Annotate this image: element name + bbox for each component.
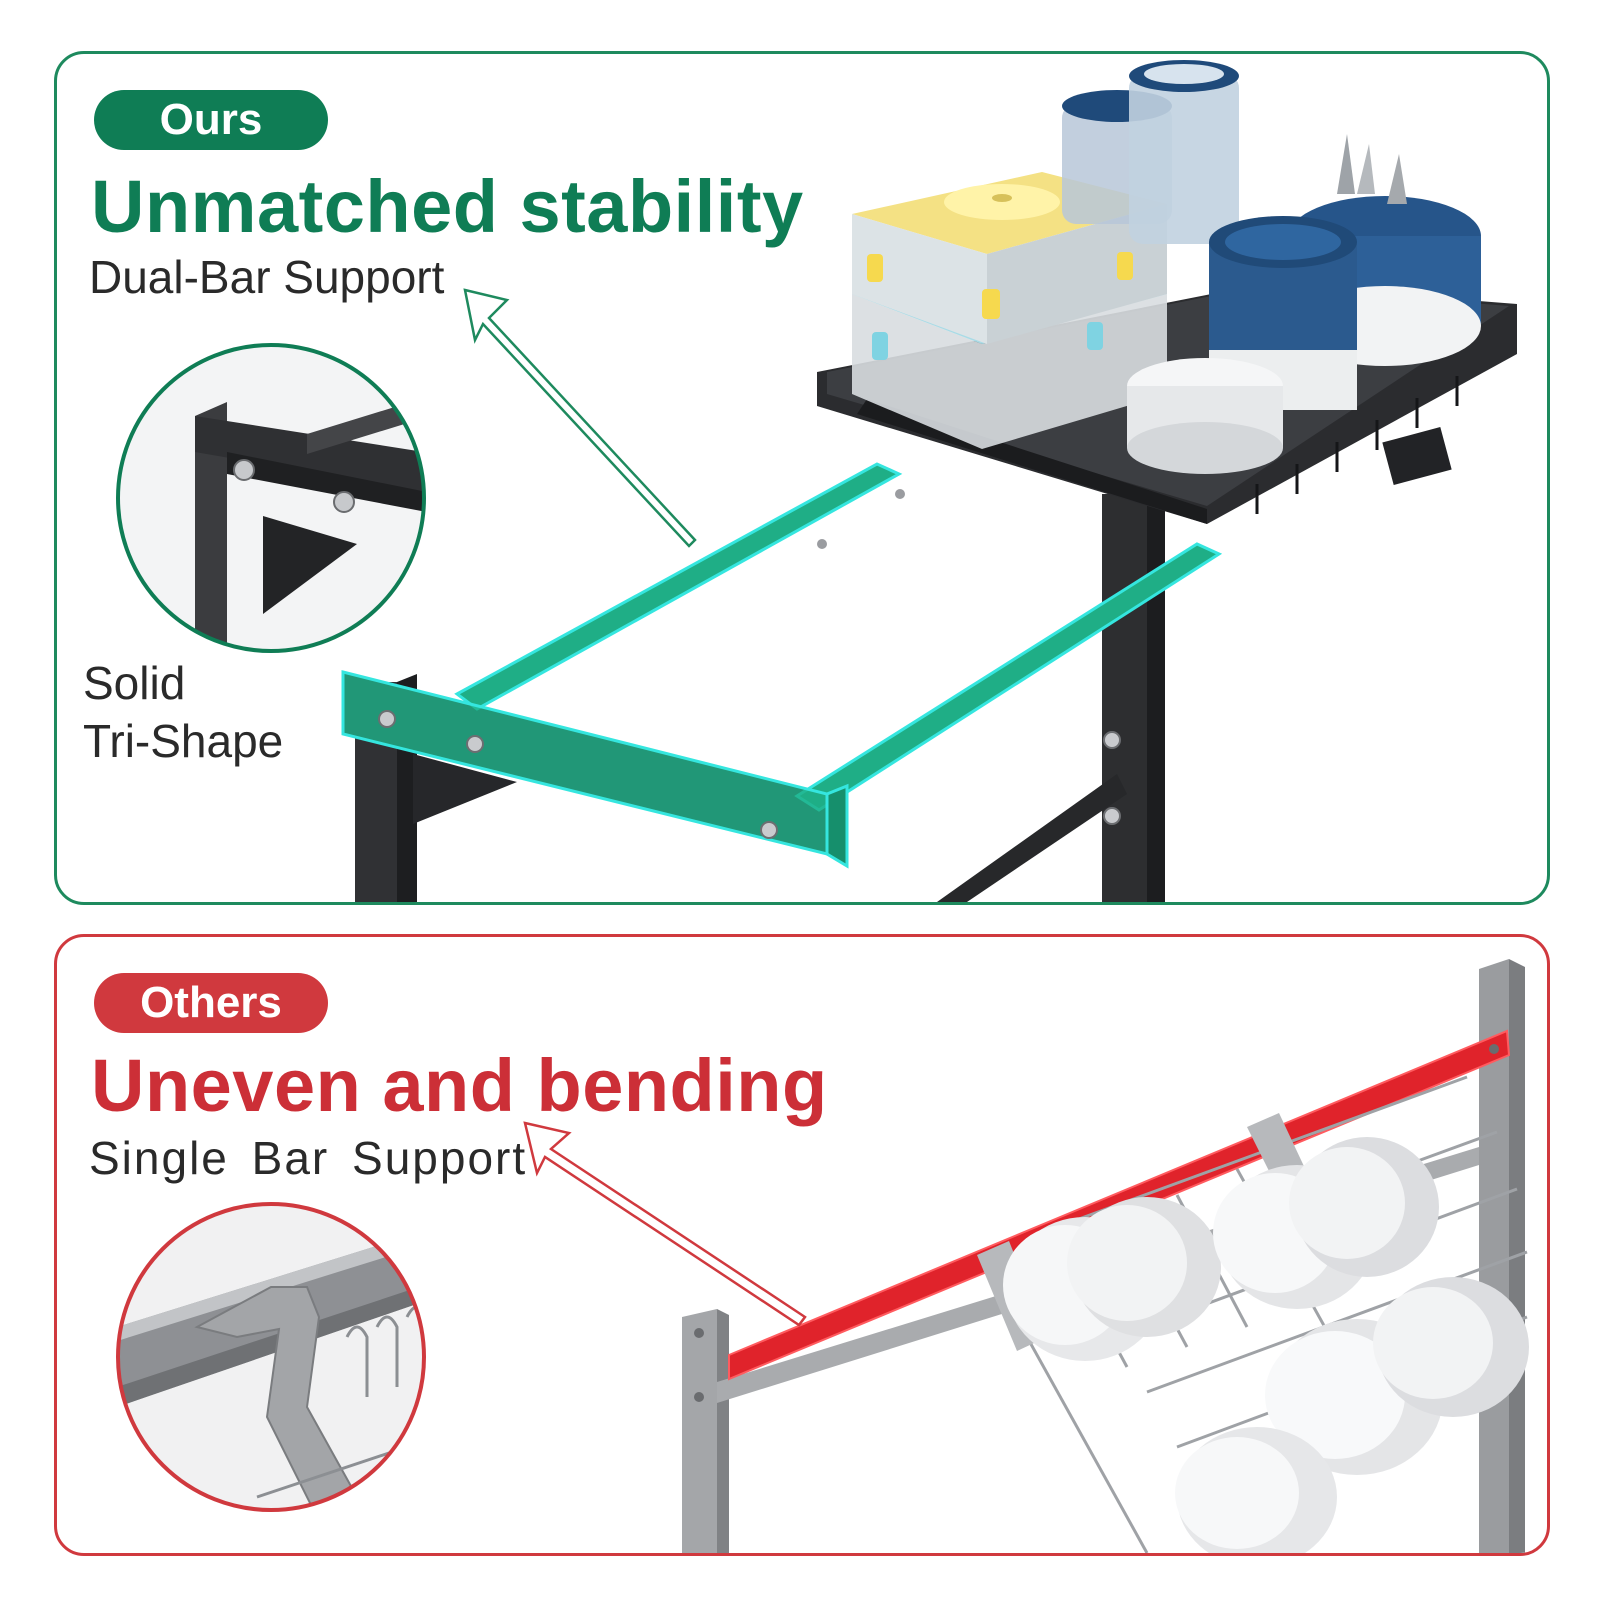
others-badge: Others: [94, 973, 328, 1033]
ours-note: Solid Tri-Shape: [83, 654, 283, 770]
single-bar-rack-with-bowls-icon: [682, 959, 1529, 1553]
ours-badge: Ours: [94, 90, 328, 150]
ours-note-line1: Solid: [83, 657, 186, 709]
ours-panel: Ours Unmatched stability Dual-Bar Suppor…: [54, 51, 1550, 905]
ours-product-illustration: [341, 60, 1517, 902]
pointer-arrow-ours: [463, 288, 697, 548]
bent-hook-closeup-icon: [116, 1121, 807, 1512]
others-headline: Uneven and bending: [91, 1044, 828, 1127]
others-subhead: Single Bar Support: [89, 1132, 528, 1184]
pointer-arrow-others: [523, 1121, 807, 1327]
ours-note-line2: Tri-Shape: [83, 715, 284, 767]
ours-headline: Unmatched stability: [91, 165, 804, 248]
others-panel: Others Uneven and bending Single Bar Sup…: [54, 934, 1550, 1556]
tri-shape-bracket-closeup-icon: [116, 288, 697, 653]
ours-subhead: Dual-Bar Support: [89, 251, 445, 303]
